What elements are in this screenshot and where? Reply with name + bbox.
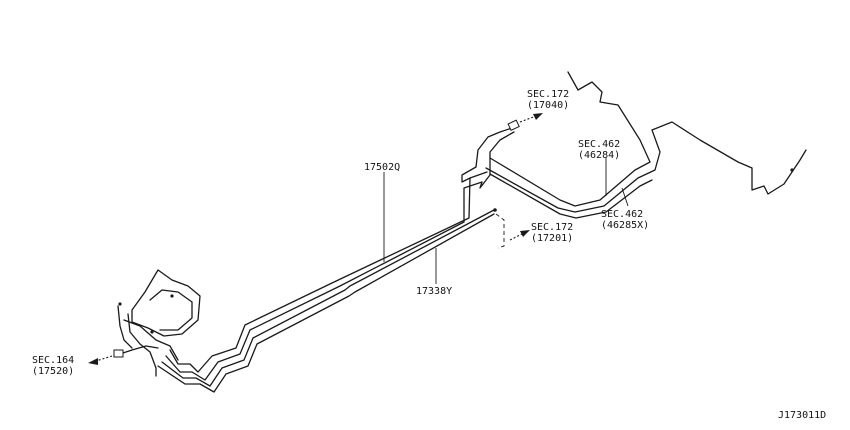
bracket-outline (131, 269, 201, 337)
clip-point-3 (150, 330, 154, 334)
upper-riser (461, 113, 543, 189)
hose-vertical-left (117, 305, 133, 349)
part-callouts: 17502Q 17338Y (364, 162, 452, 297)
hose-vertical-right (127, 313, 157, 377)
leader-lines (383, 158, 629, 284)
sec-ref-part-2: (46284) (578, 150, 620, 161)
tube-end-17201 (493, 208, 497, 212)
clip-point-1 (170, 294, 174, 298)
arrow-to-sec172-17201 (509, 233, 523, 241)
tube-46285x-lower (489, 173, 653, 219)
arrow-to-sec172-17040 (519, 115, 537, 123)
quick-connector-17520 (113, 349, 124, 358)
sec-ref-part-4: (46285X) (601, 220, 649, 231)
fuel-tube-17338y-second (157, 213, 495, 393)
tube-46285x (485, 121, 807, 213)
callout-17502q: 17502Q (364, 162, 400, 173)
tank-side-tubes (485, 71, 807, 219)
main-fuel-tubes (157, 171, 495, 393)
sec-ref-sec-5: SEC.164 (32, 355, 74, 366)
section-references: SEC.172 (17040) SEC.462 (46284) SEC.172 … (32, 89, 649, 377)
connector-17201 (493, 208, 530, 249)
tube-46284 (489, 71, 651, 207)
callout-17338y: 17338Y (416, 286, 452, 297)
clip-point-2 (118, 302, 122, 306)
tank-mount-point (790, 168, 794, 172)
sec-ref-sec-2: SEC.462 (578, 139, 620, 150)
hose-loop-lower (123, 319, 179, 361)
sec-ref-sec-1: SEC.172 (527, 89, 569, 100)
leader-46285x (621, 187, 629, 207)
arrowhead-17040 (533, 113, 543, 120)
sec-ref-part-5: (17520) (32, 366, 74, 377)
sec-ref-sec-3: SEC.172 (531, 222, 573, 233)
hose-to-sec164 (119, 345, 159, 355)
dashed-guide-17201 (495, 213, 505, 249)
sec-ref-sec-4: SEC.462 (601, 209, 643, 220)
arrow-to-sec164 (95, 355, 113, 362)
riser-tube-inner (479, 131, 515, 189)
fuel-tube-17502q-upper (169, 171, 488, 373)
arrowhead-17201 (520, 230, 530, 237)
fuel-tube-17502q-lower (165, 181, 483, 381)
riser-tube-outer (461, 127, 513, 183)
hose-loop-upper (149, 289, 193, 331)
sec-ref-part-3: (17201) (531, 233, 573, 244)
arrowhead-17520 (88, 358, 98, 365)
fuel-tube-17338y (161, 209, 495, 387)
drawing-id: J173011D (778, 410, 826, 421)
sec-ref-part-1: (17040) (527, 100, 569, 111)
quick-connector-17040 (507, 119, 520, 131)
left-bracket-assembly (88, 269, 201, 377)
